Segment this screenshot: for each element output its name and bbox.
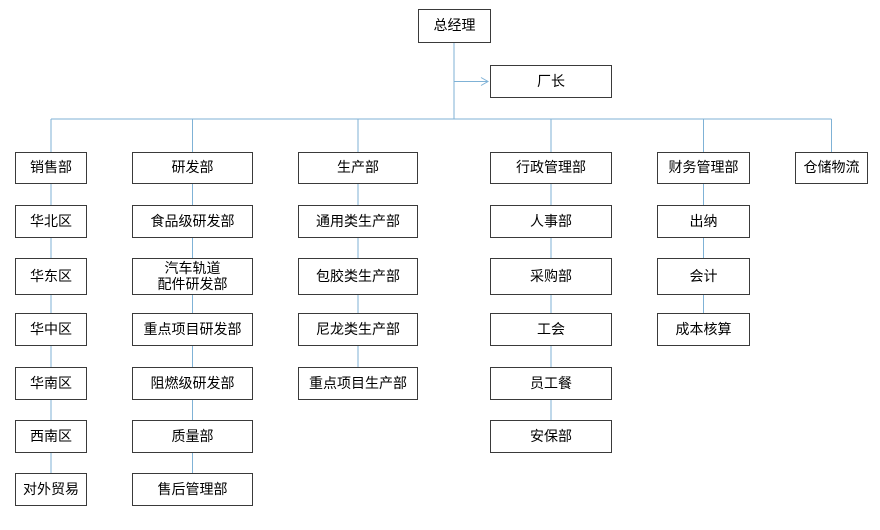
sub-node-sales-2: 华东区 bbox=[15, 258, 87, 295]
sub-node-rnd-2: 汽车轨道 配件研发部 bbox=[132, 258, 253, 295]
sub-node-rnd-3: 重点项目研发部 bbox=[132, 313, 253, 346]
sub-node-sales-5: 西南区 bbox=[15, 420, 87, 453]
department-node-finance: 财务管理部 bbox=[657, 152, 750, 184]
sub-node-sales-6: 对外贸易 bbox=[15, 473, 87, 506]
department-node-admin: 行政管理部 bbox=[490, 152, 612, 184]
department-node-sales: 销售部 bbox=[15, 152, 87, 184]
sub-node-admin-4: 员工餐 bbox=[490, 367, 612, 400]
node-factory-director: 厂长 bbox=[490, 65, 612, 98]
sub-node-finance-1: 出纳 bbox=[657, 205, 750, 238]
sub-node-production-2: 包胶类生产部 bbox=[298, 258, 418, 295]
sub-node-production-3: 尼龙类生产部 bbox=[298, 313, 418, 346]
department-node-logistics: 仓储物流 bbox=[795, 152, 868, 184]
sub-node-rnd-1: 食品级研发部 bbox=[132, 205, 253, 238]
sub-node-finance-2: 会计 bbox=[657, 258, 750, 295]
sub-node-sales-1: 华北区 bbox=[15, 205, 87, 238]
sub-node-sales-4: 华南区 bbox=[15, 367, 87, 400]
department-node-production: 生产部 bbox=[298, 152, 418, 184]
sub-node-admin-3: 工会 bbox=[490, 313, 612, 346]
sub-node-admin-1: 人事部 bbox=[490, 205, 612, 238]
assistant-arrow-icon bbox=[480, 77, 490, 86]
department-node-rnd: 研发部 bbox=[132, 152, 253, 184]
sub-node-production-1: 通用类生产部 bbox=[298, 205, 418, 238]
sub-node-finance-3: 成本核算 bbox=[657, 313, 750, 346]
sub-node-rnd-4: 阻燃级研发部 bbox=[132, 367, 253, 400]
sub-node-admin-5: 安保部 bbox=[490, 420, 612, 453]
sub-node-rnd-6: 售后管理部 bbox=[132, 473, 253, 506]
sub-node-admin-2: 采购部 bbox=[490, 258, 612, 295]
sub-node-rnd-5: 质量部 bbox=[132, 420, 253, 453]
sub-node-sales-3: 华中区 bbox=[15, 313, 87, 346]
sub-node-production-4: 重点项目生产部 bbox=[298, 367, 418, 400]
root-node-ceo: 总经理 bbox=[418, 9, 491, 43]
